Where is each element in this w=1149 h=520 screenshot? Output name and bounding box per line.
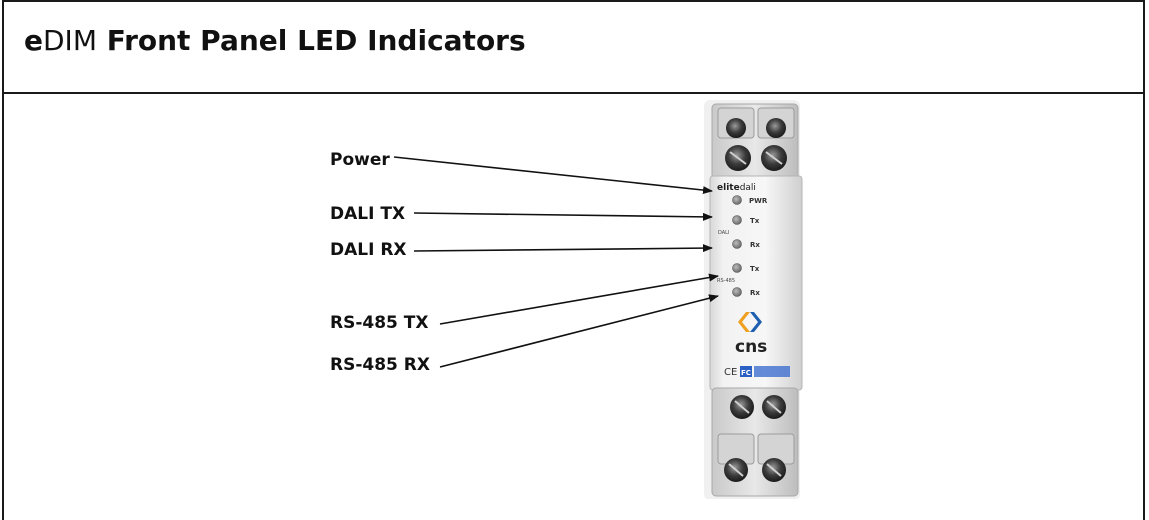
screw-icon	[726, 118, 746, 138]
title-middle: DIM	[43, 24, 97, 57]
title-prefix: e	[24, 24, 43, 57]
label-dali-rx: DALI RX	[330, 240, 407, 260]
led-pwr-icon	[732, 195, 742, 205]
group-dali-label: DALI	[718, 230, 729, 236]
led-dali-rx-icon	[732, 239, 742, 249]
led-pwr-label: PWR	[749, 197, 768, 205]
cns-logo-text: cns	[735, 337, 767, 357]
led-rs485-rx-icon	[732, 287, 742, 297]
page-title: eDIM Front Panel LED Indicators	[24, 24, 526, 57]
device-illustration: elitedali PWR Tx DALI Rx Tx RS-485 Rx cn…	[393, 100, 803, 499]
label-power: Power	[330, 150, 390, 170]
title-rest: Front Panel LED Indicators	[96, 24, 526, 57]
fc-mark-icon	[740, 366, 752, 377]
led-dali-tx-label: Tx	[750, 217, 760, 225]
group-rs485-label: RS-485	[717, 278, 735, 284]
label-dali-tx: DALI TX	[330, 204, 406, 224]
arrow-dali-tx	[413, 212, 713, 221]
title-bar: eDIM Front Panel LED Indicators	[4, 2, 1143, 94]
label-rs485-rx: RS-485 RX	[330, 355, 430, 375]
led-dali-rx-label: Rx	[750, 241, 760, 249]
fc-mark: FC	[741, 369, 751, 377]
device-brand: elitedali	[717, 183, 756, 193]
led-dali-tx-icon	[732, 215, 742, 225]
screw-icon	[766, 118, 786, 138]
label-rs485-tx: RS-485 TX	[330, 313, 429, 333]
arrow-power	[393, 156, 713, 195]
led-rs485-rx-label: Rx	[750, 289, 760, 297]
ce-mark: CE	[724, 367, 737, 378]
cns-logo-icon	[738, 312, 762, 332]
arrow-rs485-tx	[439, 273, 719, 325]
led-rs485-tx-label: Tx	[750, 265, 760, 273]
arrow-dali-rx	[413, 244, 713, 253]
arrow-rs485-rx	[439, 294, 719, 368]
label-sticker	[754, 366, 790, 377]
led-rs485-tx-icon	[732, 263, 742, 273]
